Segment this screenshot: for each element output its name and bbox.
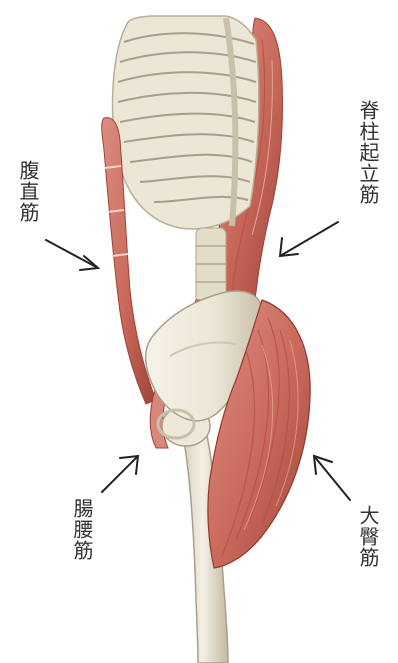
arrow-erector-spinae	[280, 222, 338, 256]
rib-cage	[113, 16, 259, 229]
label-iliopsoas: 腸腰筋	[72, 498, 92, 561]
arrow-gluteus-maximus	[314, 456, 350, 500]
arrow-rectus-abdominis	[46, 240, 98, 270]
label-erector-spinae: 脊柱起立筋	[358, 100, 378, 205]
label-gluteus-maximus: 大臀筋	[358, 505, 378, 568]
label-rectus-abdominis: 腹直筋	[18, 160, 38, 223]
arrow-iliopsoas	[102, 456, 138, 492]
